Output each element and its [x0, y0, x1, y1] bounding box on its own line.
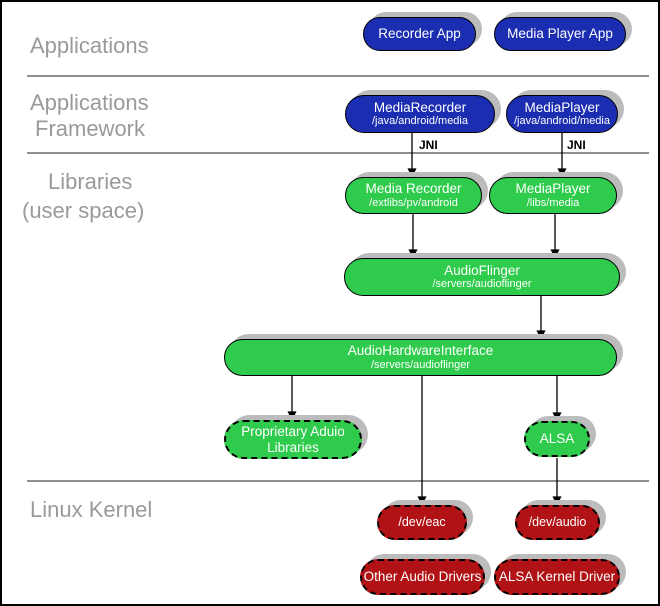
node-mediaplayer-library: MediaPlayer /libs/media — [489, 177, 617, 214]
jni-label-right: JNI — [567, 138, 586, 152]
node-title: Media Player App — [507, 26, 613, 42]
node-subtitle: /libs/media — [526, 196, 580, 209]
node-media-recorder-library: Media Recorder /extlibs/pv/android — [345, 177, 482, 214]
section-label-linux-kernel: Linux Kernel — [30, 497, 153, 522]
section-divider-kernel — [27, 480, 649, 482]
section-label-framework-line1: Applications — [30, 90, 149, 115]
node-title: /dev/audio — [528, 515, 587, 530]
node-title: /dev/eac — [398, 515, 446, 530]
section-divider-framework — [27, 152, 649, 154]
node-dev-eac: /dev/eac — [377, 505, 467, 540]
node-audiohardwareinterface: AudioHardwareInterface /servers/audiofli… — [224, 339, 617, 376]
node-audioflinger: AudioFlinger /servers/audioflinger — [344, 258, 620, 296]
section-divider-applications — [27, 75, 649, 77]
section-label-framework-line2: Framework — [35, 116, 146, 141]
node-title: Proprietary Aduio Libraries — [241, 423, 345, 455]
node-subtitle: /java/android/media — [513, 115, 610, 128]
node-other-audio-drivers: Other Audio Drivers — [360, 559, 485, 595]
node-title: ALSA — [539, 431, 575, 447]
node-title: AudioHardwareInterface — [347, 343, 494, 359]
node-title: MediaRecorder — [373, 99, 467, 115]
node-mediaplayer-framework: MediaPlayer /java/android/media — [506, 95, 618, 133]
node-title: Other Audio Drivers — [363, 569, 482, 585]
node-subtitle: /extlibs/pv/android — [369, 196, 458, 209]
node-mediarecorder-framework: MediaRecorder /java/android/media — [345, 95, 495, 133]
node-title: Media Recorder — [365, 181, 462, 197]
section-label-libraries-line2: (user space) — [22, 198, 145, 223]
section-label-applications: Applications — [30, 33, 149, 58]
section-label-libraries-line1: Libraries — [48, 169, 133, 194]
node-subtitle: /servers/audioflinger — [370, 358, 471, 371]
node-alsa-kernel-driver: ALSA Kernel Driver — [494, 559, 620, 595]
node-subtitle: /servers/audioflinger — [432, 278, 532, 291]
node-alsa: ALSA — [524, 421, 590, 457]
node-media-player-app: Media Player App — [494, 17, 626, 51]
node-title: MediaPlayer — [515, 181, 591, 197]
node-recorder-app: Recorder App — [363, 17, 476, 51]
node-proprietary-audio-libraries: Proprietary Aduio Libraries — [224, 420, 362, 459]
node-subtitle: /java/android/media — [371, 115, 468, 128]
jni-label-left: JNI — [419, 138, 438, 152]
node-title: MediaPlayer — [524, 99, 600, 115]
node-title: Recorder App — [378, 26, 461, 42]
node-dev-audio: /dev/audio — [515, 505, 600, 540]
node-title: AudioFlinger — [444, 262, 520, 278]
node-title: ALSA Kernel Driver — [498, 569, 616, 585]
